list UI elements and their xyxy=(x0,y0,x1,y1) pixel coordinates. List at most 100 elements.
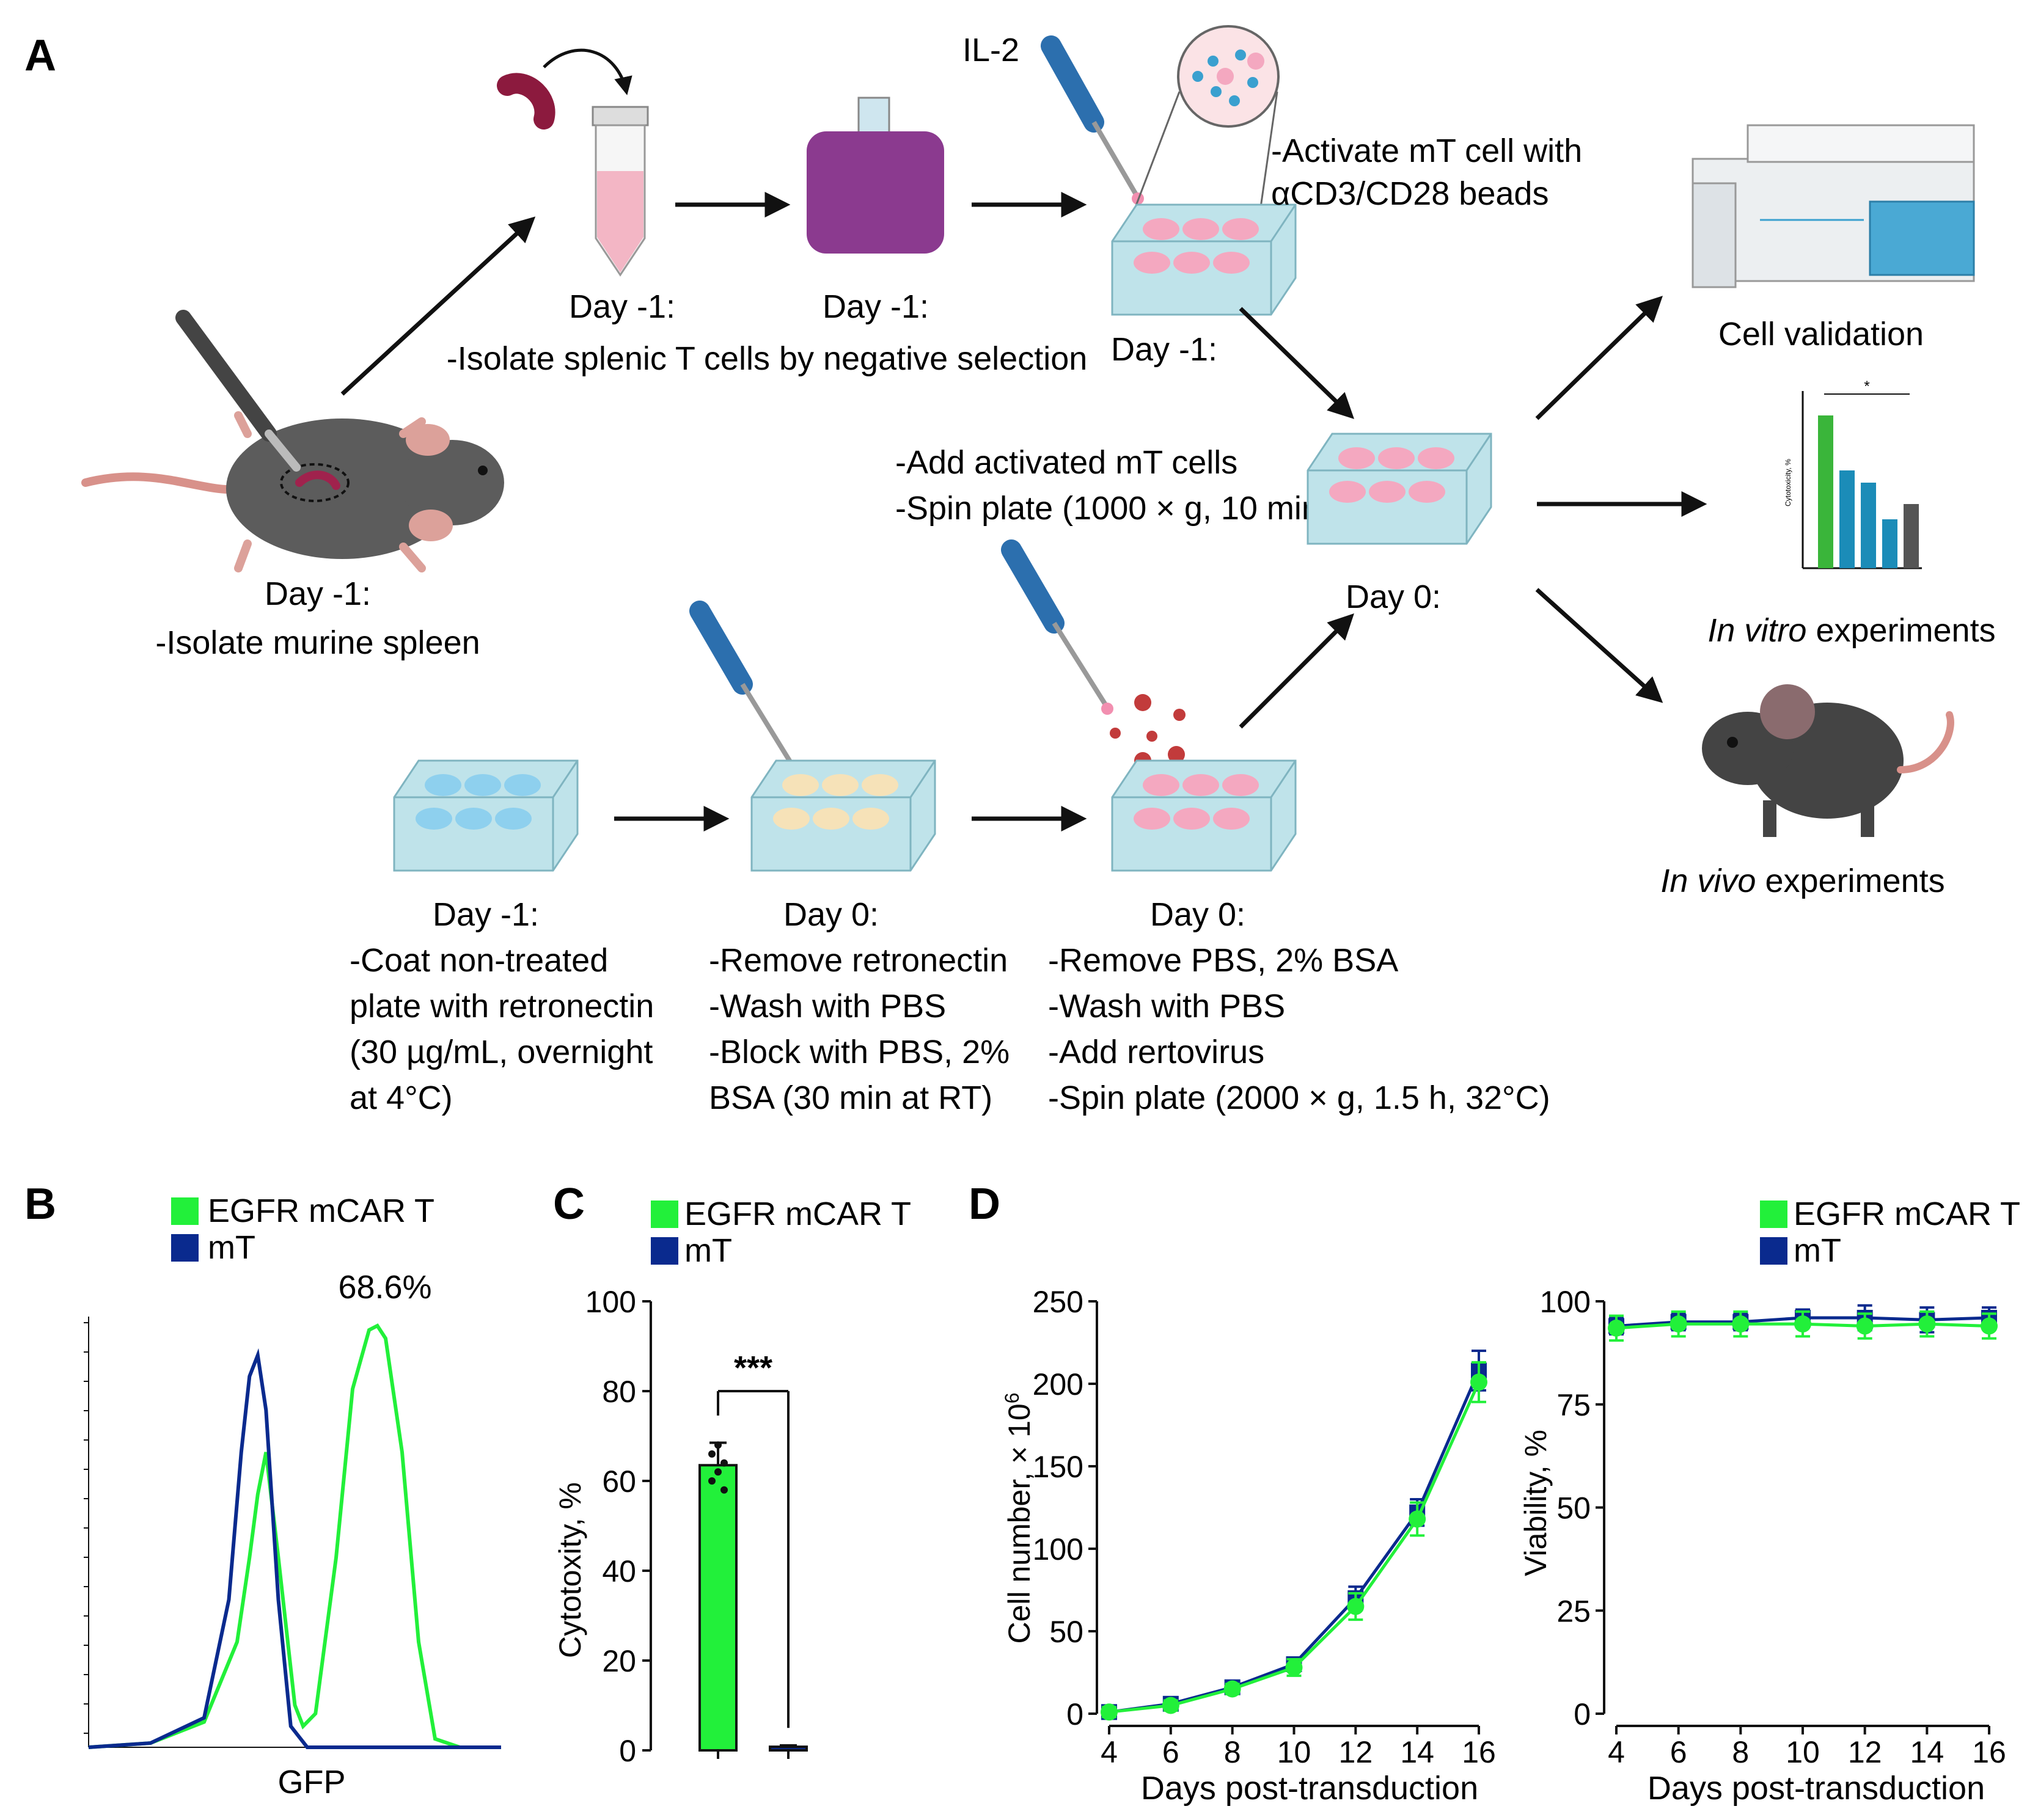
coat-step-2: plate with retronectin xyxy=(350,988,654,1025)
line-chart-y-tick-label: 50 xyxy=(1556,1491,1591,1526)
remove-step-2: -Wash with PBS xyxy=(709,988,946,1025)
line-chart-x-tick-label: 4 xyxy=(1608,1735,1625,1769)
panel-letter-b: B xyxy=(24,1180,56,1229)
bar-chart-y-tick-label: 0 xyxy=(619,1734,636,1768)
mouse-step-label: -Isolate murine spleen xyxy=(155,624,480,661)
line-chart-x-tick-label: 8 xyxy=(1224,1735,1241,1769)
cell-number-xlabel: Days post-transduction xyxy=(1141,1770,1478,1807)
line-chart-y-tick-label: 100 xyxy=(1540,1285,1591,1319)
bar-chart-y-tick-label: 60 xyxy=(602,1464,636,1499)
legend-swatch-green-d xyxy=(1760,1201,1787,1228)
histogram-mt-line xyxy=(88,1348,501,1749)
legend-label-mt-d: mT xyxy=(1794,1232,1841,1269)
pipette-icon xyxy=(1041,35,1144,205)
tube-day-label: Day -1: xyxy=(569,288,675,325)
line-chart-y-tick-label: 0 xyxy=(1574,1697,1591,1731)
add-cells-step-2: -Spin plate (1000 × g, 10 min) xyxy=(895,490,1331,527)
pipette-icon-2 xyxy=(689,601,799,773)
live-mouse-icon xyxy=(1702,684,1954,837)
panel-letter-c: C xyxy=(553,1180,585,1229)
legend-swatch-navy-b xyxy=(171,1234,199,1262)
remove-day-label: Day 0: xyxy=(783,896,879,933)
bar-chart-y-tick-label: 80 xyxy=(602,1375,636,1409)
remove-step-3: -Block with PBS, 2% xyxy=(709,1034,1010,1070)
line-chart-x-tick-label: 10 xyxy=(1277,1735,1311,1769)
coat-step-4: at 4°C) xyxy=(350,1080,453,1116)
legend-label-mt-c: mT xyxy=(684,1232,732,1269)
line-chart-y-tick-label: 100 xyxy=(1033,1532,1083,1566)
column-day-label: Day -1: xyxy=(823,288,929,325)
coat-step-3: (30 µg/mL, overnight xyxy=(350,1034,653,1070)
data-point-egfr xyxy=(1409,1510,1426,1528)
data-point-egfr xyxy=(1918,1315,1936,1333)
bar-data-point xyxy=(720,1486,728,1494)
line-chart-y-tick-label: 250 xyxy=(1033,1285,1083,1319)
bar-data-point xyxy=(714,1468,722,1476)
arrow-to-in-vivo xyxy=(1535,588,1663,703)
data-point-egfr xyxy=(1981,1317,1998,1335)
data-point-egfr xyxy=(1223,1680,1241,1698)
bar-chart-ylabel: Cytotoxity, % xyxy=(553,1482,587,1658)
line-chart-x-tick-label: 6 xyxy=(1670,1735,1687,1769)
data-point-egfr xyxy=(1608,1319,1625,1337)
virus-step-2: -Wash with PBS xyxy=(1048,988,1285,1025)
panel-letter-a: A xyxy=(24,31,56,80)
histogram-egfr-line xyxy=(88,1323,501,1749)
data-point-egfr xyxy=(1794,1315,1811,1333)
mini-chart-star: * xyxy=(1864,378,1869,395)
data-point-egfr xyxy=(1162,1697,1179,1714)
line-chart-x-tick-label: 4 xyxy=(1101,1735,1118,1769)
legend-swatch-navy-c xyxy=(651,1237,678,1265)
bar-chart-y-tick-label: 20 xyxy=(602,1644,636,1678)
isolate-step-label: -Isolate splenic T cells by negative sel… xyxy=(447,340,1088,377)
retronectin-plate-icon xyxy=(393,759,579,872)
data-point-egfr xyxy=(1732,1315,1750,1333)
in-vivo-label: In vivo experiments xyxy=(1660,863,1945,899)
falcon-tube-icon xyxy=(592,106,649,277)
line-chart-x-tick-label: 14 xyxy=(1910,1735,1945,1769)
line-chart-x-tick-label: 16 xyxy=(1972,1735,2006,1769)
bar-data-point xyxy=(714,1441,722,1449)
line-chart-x-tick-label: 6 xyxy=(1162,1735,1179,1769)
arrow-to-validation xyxy=(1535,296,1663,420)
activate-step-line-2: αCD3/CD28 beads xyxy=(1271,175,1549,212)
bar-data-point xyxy=(720,1459,728,1467)
line-chart-y-tick-label: 0 xyxy=(1066,1697,1083,1731)
legend-swatch-navy-d xyxy=(1760,1237,1787,1265)
validation-label: Cell validation xyxy=(1718,316,1924,353)
activate-day-label: Day -1: xyxy=(1111,331,1217,368)
il2-label: IL-2 xyxy=(962,32,1019,68)
virus-step-4: -Spin plate (2000 × g, 1.5 h, 32°C) xyxy=(1048,1080,1550,1116)
legend-label-mt-b: mT xyxy=(208,1229,255,1266)
data-point-egfr xyxy=(1285,1659,1303,1676)
data-point-egfr xyxy=(1856,1317,1874,1335)
line-chart-y-tick-label: 50 xyxy=(1049,1615,1083,1649)
virus-plate-icon xyxy=(1111,759,1297,872)
histogram-chart: EGFR mCAR T mT 68.6% GFP xyxy=(84,1193,501,1800)
bar-data-point xyxy=(708,1477,716,1485)
remove-step-1: -Remove retronectin xyxy=(709,942,1008,979)
data-point-egfr xyxy=(1101,1703,1118,1721)
arrow-spleen-to-tube xyxy=(543,48,632,95)
beads-magnifier-icon xyxy=(1129,25,1280,221)
virus-step-3: -Add rertovirus xyxy=(1048,1034,1264,1070)
bar-egfr xyxy=(698,1464,738,1752)
bar-data-point xyxy=(708,1450,716,1458)
legend-label-egfr-d: EGFR mCAR T xyxy=(1794,1196,2020,1232)
data-point-egfr xyxy=(1470,1373,1487,1391)
retrovirus-icon xyxy=(1110,694,1186,769)
line-chart-x-tick-label: 8 xyxy=(1732,1735,1749,1769)
histogram-ticks xyxy=(84,1322,89,1734)
in-vitro-label: In vitro experiments xyxy=(1707,612,1995,649)
cytotoxicity-bar-chart: EGFR mCAR T mT Cytotoxity, % 02040608010… xyxy=(553,1196,911,1768)
arrow-virus-to-center xyxy=(1239,613,1354,729)
histogram-annotation: 68.6% xyxy=(338,1269,431,1306)
flow-cytometer-icon xyxy=(1692,124,1975,288)
legend-swatch-green-c xyxy=(651,1201,678,1228)
line-chart-y-tick-label: 75 xyxy=(1556,1388,1591,1422)
magnetic-separator-icon xyxy=(807,97,944,254)
line-chart-x-tick-label: 10 xyxy=(1786,1735,1820,1769)
line-chart-x-tick-label: 16 xyxy=(1462,1735,1496,1769)
histogram-xlabel: GFP xyxy=(277,1764,345,1800)
